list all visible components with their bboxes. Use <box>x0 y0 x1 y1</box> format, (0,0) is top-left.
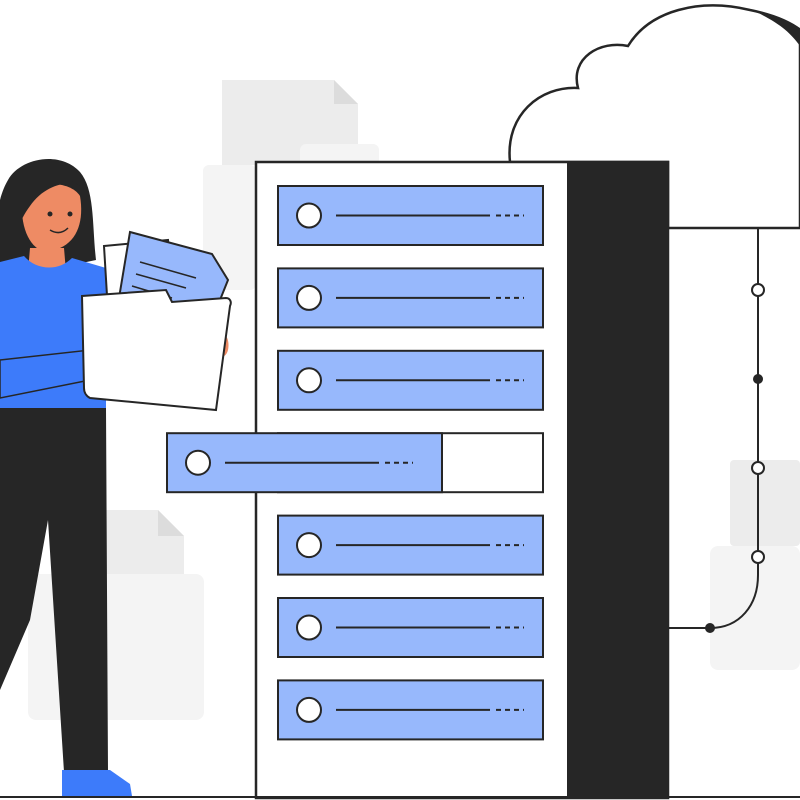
server-slot-led <box>296 284 322 311</box>
cable-node-filled <box>705 623 715 633</box>
cloud-icon <box>508 4 800 230</box>
person-smile <box>49 227 69 234</box>
cable-node-open <box>751 283 765 297</box>
person-face <box>21 184 82 252</box>
folder-icon <box>80 230 232 412</box>
person-hair-bangs <box>14 177 80 230</box>
server-rack-icon <box>166 160 670 800</box>
server-slot-led <box>296 202 322 229</box>
person-pants <box>0 408 108 772</box>
folder-body <box>80 288 232 412</box>
background-document-fold <box>334 80 358 104</box>
background-card <box>710 546 800 670</box>
person-eye <box>47 211 53 217</box>
background-card <box>203 165 256 290</box>
server-slot-led <box>296 696 322 723</box>
server-slot-led <box>296 367 322 394</box>
cable-node-open <box>751 461 765 475</box>
server-slot-led <box>185 449 211 476</box>
background-document-icon <box>222 80 358 165</box>
cloud-shadow <box>752 10 800 46</box>
network-cable <box>668 228 765 633</box>
server-slot-led <box>296 614 322 641</box>
server-slots <box>166 185 544 741</box>
person-eye <box>67 211 73 217</box>
cable-node-open <box>751 550 765 564</box>
background-document-fold <box>158 510 184 536</box>
server-rack-side <box>567 162 668 798</box>
server-slot-led <box>296 532 322 559</box>
person-shoe <box>62 770 132 796</box>
background-card <box>730 460 800 546</box>
cable-node-filled <box>753 374 763 384</box>
